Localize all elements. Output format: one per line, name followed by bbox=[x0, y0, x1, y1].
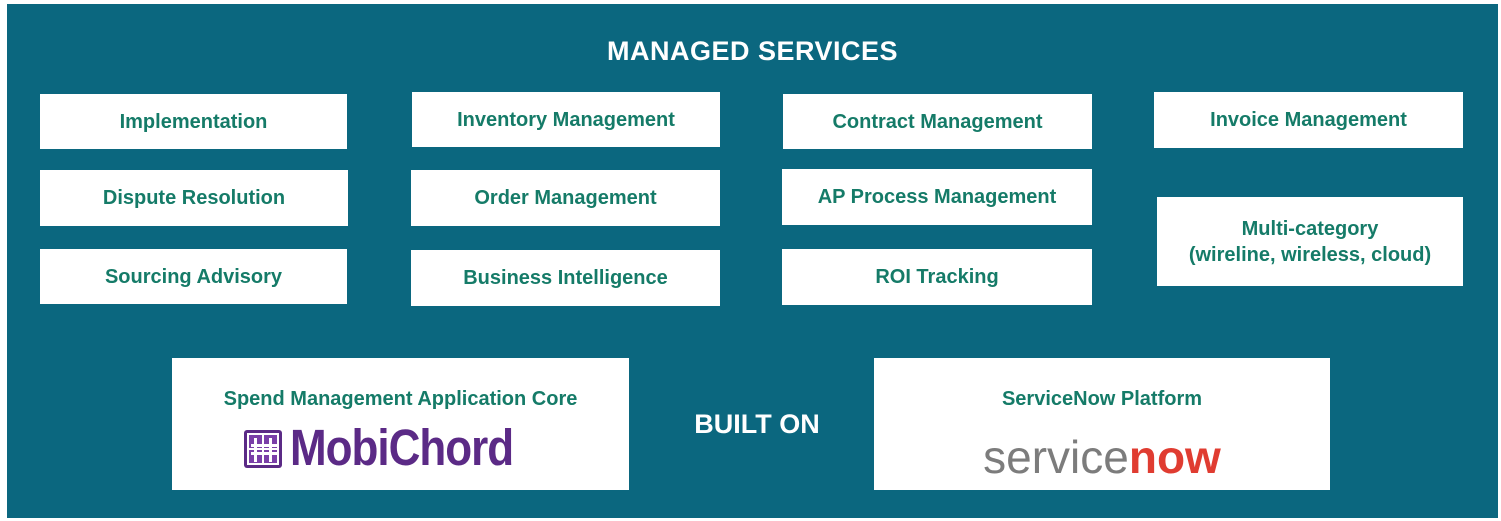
service-label: Invoice Management bbox=[1210, 109, 1407, 131]
service-label: Implementation bbox=[119, 110, 268, 133]
mobichord-mark-icon bbox=[244, 430, 282, 468]
service-box-inventory-management: Inventory Management bbox=[412, 92, 720, 147]
service-label: ROI Tracking bbox=[875, 266, 999, 288]
service-box-dispute-resolution: Dispute Resolution bbox=[40, 170, 348, 226]
managed-services-panel: MANAGED SERVICES Implementation Inventor… bbox=[7, 4, 1498, 518]
service-sublabel: (wireline, wireless, cloud) bbox=[1188, 243, 1432, 266]
built-on-label: BUILT ON bbox=[694, 409, 820, 439]
service-label: Order Management bbox=[474, 187, 657, 209]
servicenow-logo: servicenow bbox=[874, 430, 1330, 484]
application-core-title: Spend Management Application Core bbox=[223, 388, 578, 410]
service-box-order-management: Order Management bbox=[411, 170, 720, 226]
diagram-title: MANAGED SERVICES bbox=[606, 36, 899, 66]
service-box-ap-process-management: AP Process Management bbox=[782, 169, 1092, 225]
platform-box: ServiceNow Platform servicenow bbox=[874, 358, 1330, 490]
service-box-business-intelligence: Business Intelligence bbox=[411, 250, 720, 306]
service-label: AP Process Management bbox=[817, 186, 1057, 208]
service-box-sourcing-advisory: Sourcing Advisory bbox=[40, 249, 347, 304]
service-label: Inventory Management bbox=[457, 108, 675, 131]
service-box-multi-category: Multi-category (wireline, wireless, clou… bbox=[1157, 197, 1463, 286]
service-box-implementation: Implementation bbox=[40, 94, 347, 149]
service-box-contract-management: Contract Management bbox=[783, 94, 1092, 149]
servicenow-logo-text-b: now bbox=[1128, 431, 1221, 483]
mobichord-logo: MobiChord bbox=[244, 420, 514, 477]
service-box-invoice-management: Invoice Management bbox=[1154, 92, 1463, 148]
application-core-box: Spend Management Application Core MobiCh… bbox=[172, 358, 629, 490]
service-label: Dispute Resolution bbox=[102, 187, 286, 209]
servicenow-logo-text-a: service bbox=[983, 431, 1129, 483]
service-label: Business Intelligence bbox=[463, 267, 668, 289]
service-box-roi-tracking: ROI Tracking bbox=[782, 249, 1092, 305]
service-label: Contract Management bbox=[832, 110, 1043, 133]
service-label: Sourcing Advisory bbox=[104, 265, 283, 288]
platform-title: ServiceNow Platform bbox=[1001, 388, 1203, 410]
mobichord-logo-text: MobiChord bbox=[290, 420, 514, 477]
service-label: Multi-category bbox=[1241, 217, 1379, 240]
